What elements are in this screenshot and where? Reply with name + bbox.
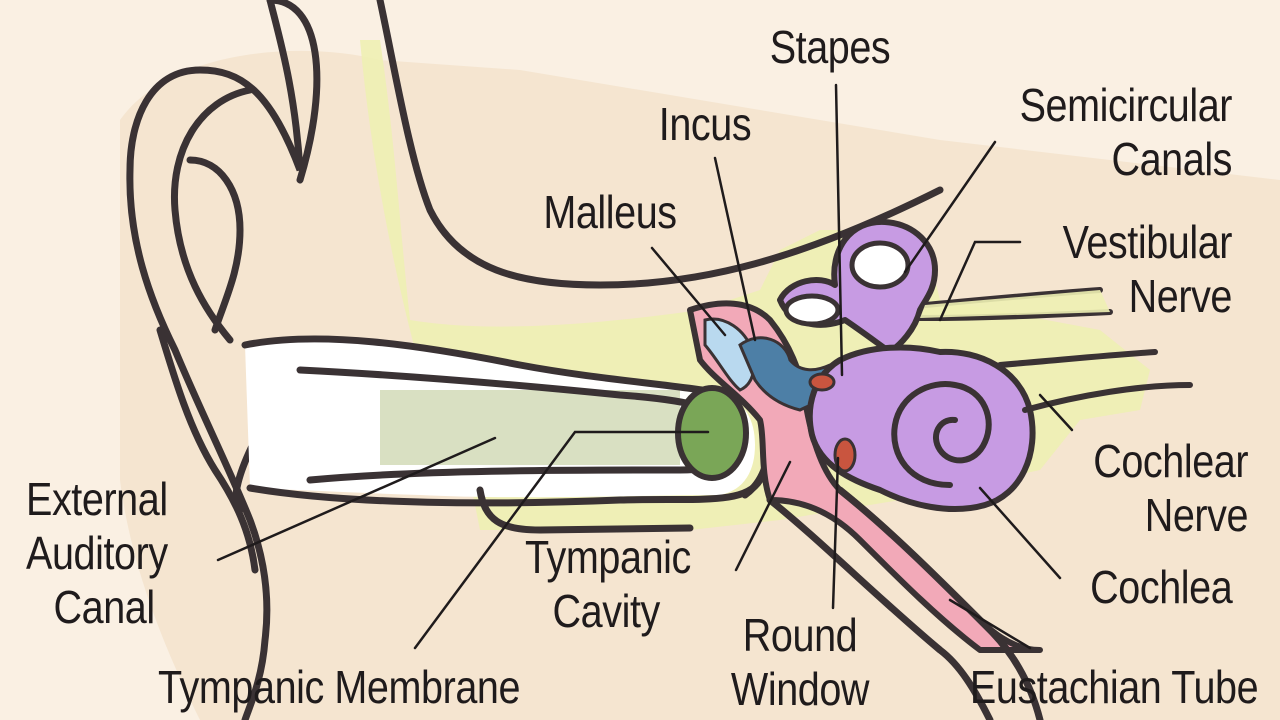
label-cochlear-nerve-line1: Cochlear [1093,435,1248,487]
label-malleus: Malleus [543,186,677,238]
label-stapes: Stapes [769,21,891,73]
label-semicircular-canals: Semicircular Canals [1019,78,1233,186]
label-tympanic-cavity-line1: Tympanic [525,531,691,583]
label-eustachian-tube: Eustachian Tube [969,661,1259,713]
label-semicircular-canals-line1: Semicircular [1019,79,1233,131]
leader-lines [216,83,1074,650]
cochlear-nerve-shape [997,349,1193,413]
label-semicircular-canals-line2: Canals [1111,133,1232,185]
label-external-auditory-canal-line2: Auditory [26,527,168,579]
label-external-auditory-canal-line1: External [26,473,168,525]
label-round-window: Round Window [714,608,886,716]
label-vestibular-nerve: Vestibular Nerve [1062,215,1233,323]
label-round-window-line2: Window [730,663,870,715]
label-round-window-line1: Round [742,609,858,661]
vestibular-nerve-shape [917,287,1113,321]
label-tympanic-membrane: Tympanic Membrane [158,661,521,713]
label-incus: Incus [658,98,752,150]
label-tympanic-cavity-line2: Cavity [552,585,661,637]
label-cochlear-nerve-line2: Nerve [1144,489,1249,541]
label-cochlea: Cochlea [1089,561,1233,613]
round-window-shape [833,437,857,473]
label-vestibular-nerve-line2: Nerve [1128,270,1233,322]
label-cochlear-nerve: Cochlear Nerve [1093,434,1248,542]
label-external-auditory-canal-line3: Canal [53,581,156,633]
label-vestibular-nerve-line1: Vestibular [1062,216,1233,268]
auricle [126,0,304,720]
label-tympanic-cavity: Tympanic Cavity [525,530,691,638]
label-external-auditory-canal: External Auditory Canal [26,472,168,634]
